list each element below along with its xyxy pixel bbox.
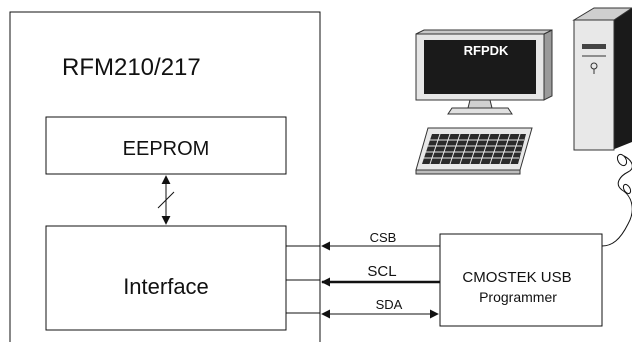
interface-label: Interface <box>123 274 209 299</box>
usb-cable-loop-1 <box>616 153 628 167</box>
usb-cable <box>601 155 632 247</box>
eeprom-label: EEPROM <box>123 138 210 160</box>
csb-label: CSB <box>370 230 397 245</box>
device-title: RFM210/217 <box>62 54 201 81</box>
bus-slash <box>157 191 175 209</box>
eeprom-box <box>45 116 287 175</box>
programmer-label-line2: Programmer <box>479 289 557 305</box>
programmer-box <box>439 233 603 327</box>
device-outline <box>9 11 321 342</box>
sda-label: SDA <box>376 297 403 312</box>
monitor-screen-text: RFPDK <box>464 43 509 58</box>
usb-cable-loop-2 <box>622 183 632 195</box>
interface-box <box>45 225 287 331</box>
tower-pc-icon <box>572 7 632 151</box>
scl-label: SCL <box>367 263 396 280</box>
monitor-icon: RFPDK <box>415 29 553 115</box>
programmer-label-line1: CMOSTEK USB <box>462 269 571 286</box>
keyboard-icon <box>415 127 533 175</box>
